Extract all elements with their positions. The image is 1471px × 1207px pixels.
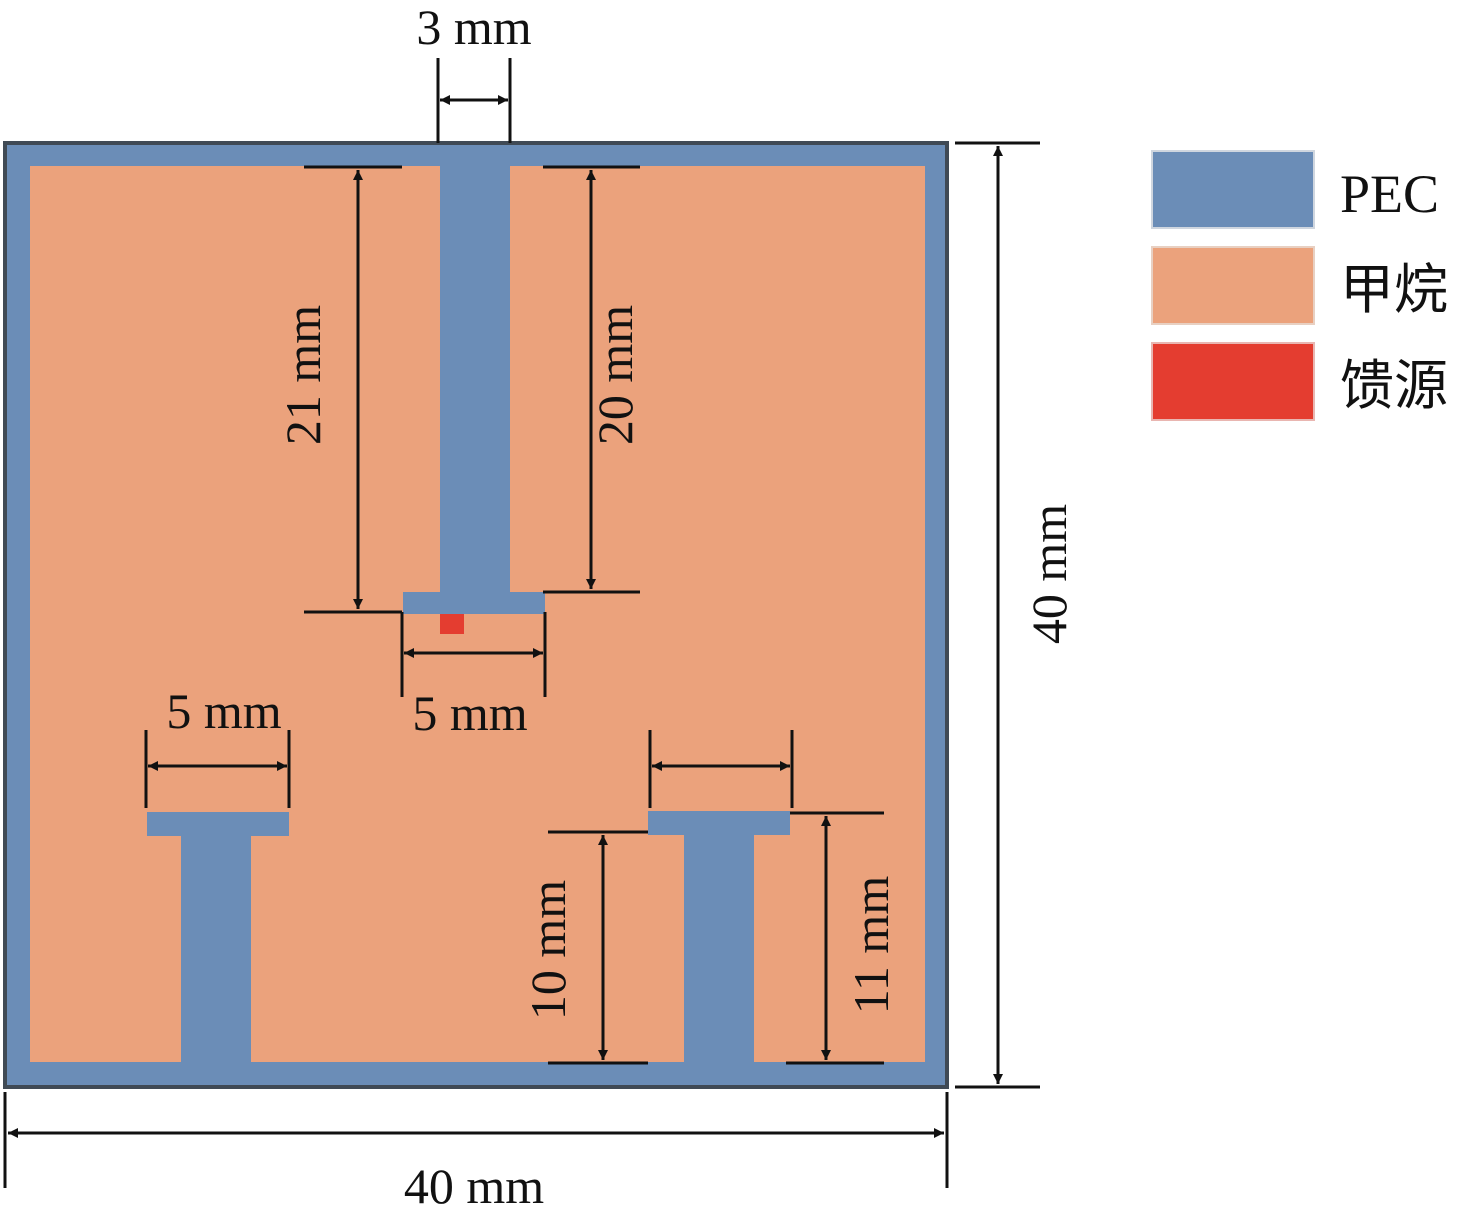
legend-label-pec: PEC <box>1340 164 1439 224</box>
label-top-cap-width: 5 mm <box>412 685 527 741</box>
legend-label-methane: 甲烷 <box>1340 260 1448 320</box>
feed-source <box>440 614 464 634</box>
dimension-labels: 3 mm 21 mm 20 mm 5 mm 5 mm 10 mm 11 mm 4… <box>166 0 1077 1207</box>
right-stub-cap <box>648 811 790 835</box>
label-left-cap-width: 5 mm <box>166 683 281 739</box>
label-total-width: 40 mm <box>404 1158 544 1207</box>
top-stub-cap <box>403 592 545 614</box>
label-21mm: 21 mm <box>275 305 331 445</box>
label-top-stub-width: 3 mm <box>416 0 531 55</box>
legend-swatch-pec <box>1151 150 1315 229</box>
right-stub <box>684 835 754 1068</box>
left-stub-cap <box>147 812 289 836</box>
legend-label-feed: 馈源 <box>1340 356 1448 416</box>
legend: PEC 甲烷 馈源 <box>1151 150 1448 421</box>
label-11mm: 11 mm <box>843 876 899 1015</box>
legend-swatch-feed <box>1151 342 1315 421</box>
label-10mm: 10 mm <box>520 880 576 1020</box>
pec-elements <box>147 160 790 1068</box>
label-total-height: 40 mm <box>1021 504 1077 644</box>
left-stub <box>181 836 251 1068</box>
legend-swatch-methane <box>1151 246 1315 325</box>
label-20mm: 20 mm <box>587 305 643 445</box>
dimension-lines <box>3 58 1040 1188</box>
top-stub <box>440 160 510 592</box>
